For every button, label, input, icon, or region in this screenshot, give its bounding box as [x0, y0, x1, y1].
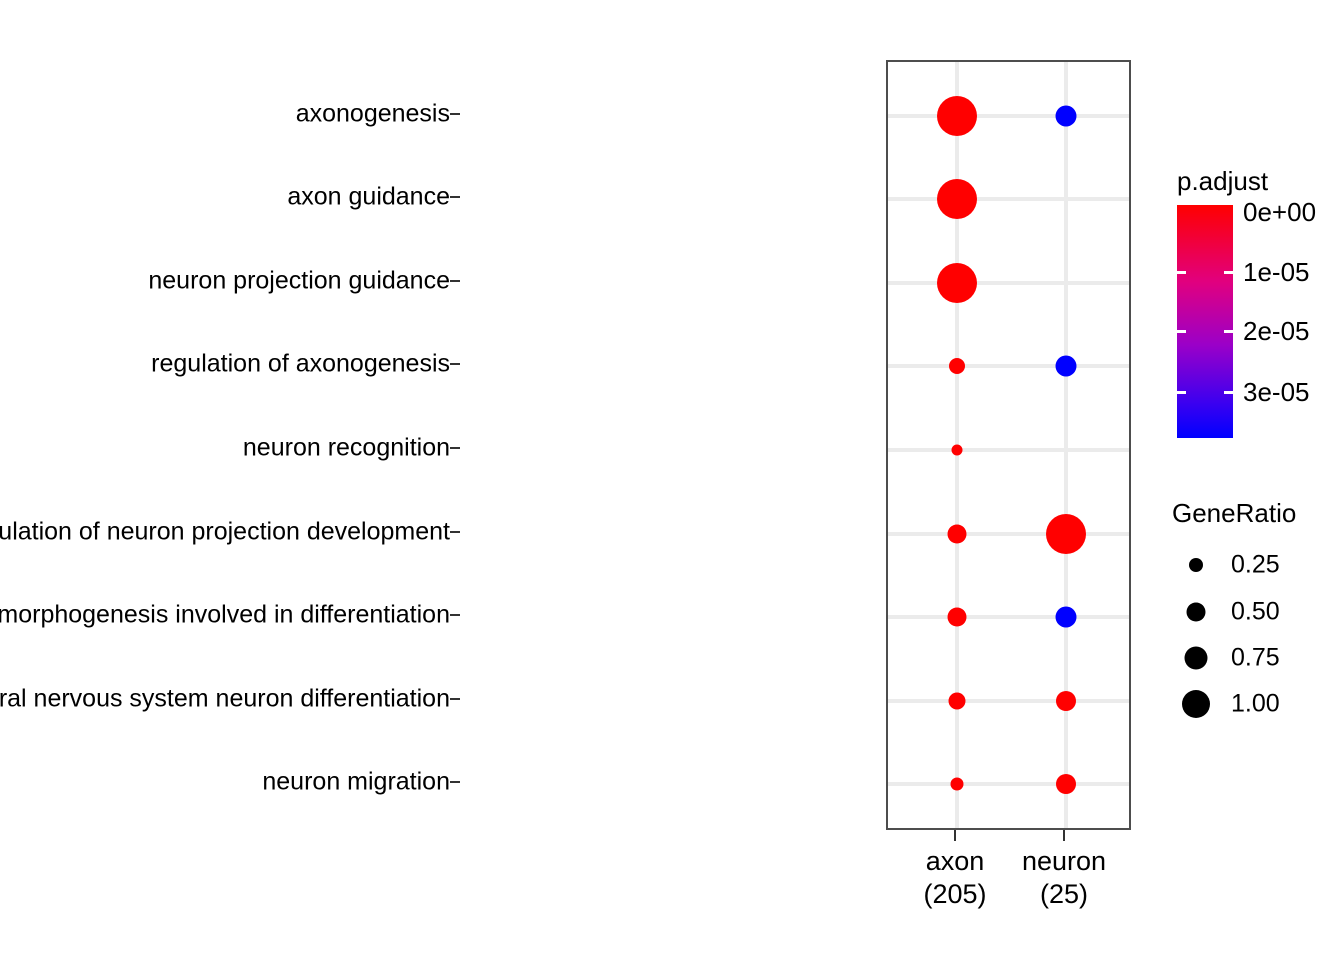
y-tick-label: regulation of axonogenesis: [151, 349, 450, 378]
y-tick-label: neuron projection guidance: [148, 266, 450, 295]
x-tick-label-count: (25): [1039, 879, 1089, 909]
data-point[interactable]: [1056, 690, 1076, 711]
y-tick-label: neuron migration: [262, 767, 450, 796]
data-point[interactable]: [937, 179, 977, 220]
y-tick-label: neuron recognition: [242, 433, 450, 462]
x-tick-label-name: neuron: [1021, 846, 1107, 876]
x-tick-label-neuron: neuron(25): [1022, 845, 1106, 911]
colourbar: [1177, 205, 1233, 438]
colourbar-tick-label: 1e-05: [1243, 257, 1310, 287]
y-tick-label: central nervous system neuron differenti…: [0, 684, 450, 713]
colourbar-gradient: [1177, 205, 1233, 438]
data-point[interactable]: [950, 777, 964, 791]
y-tick-mark: [450, 363, 460, 366]
legend-generatio-key-dot: [1184, 646, 1208, 670]
colourbar-tick-mark: [1224, 271, 1233, 274]
colourbar-tick-label: 2e-05: [1243, 316, 1310, 346]
y-tick-label: regulation of cell morphogenesis involve…: [0, 600, 450, 629]
gridline-horizontal: [888, 280, 1129, 285]
data-point[interactable]: [1055, 606, 1077, 628]
data-point[interactable]: [1055, 355, 1077, 377]
colourbar-tick-mark: [1224, 391, 1233, 394]
legend-generatio-key-label: 0.25: [1231, 550, 1280, 579]
colourbar-tick-label: 3e-05: [1243, 377, 1310, 407]
gridline-horizontal: [888, 364, 1129, 369]
x-tick-label-axon: axon(205): [923, 845, 986, 911]
data-point[interactable]: [937, 95, 977, 136]
data-point[interactable]: [1046, 513, 1086, 554]
colourbar-tick-mark: [1177, 271, 1186, 274]
data-point[interactable]: [949, 358, 965, 375]
gridline-horizontal: [888, 782, 1129, 787]
gridline-horizontal: [888, 698, 1129, 703]
y-tick-mark: [450, 697, 460, 700]
legend-generatio-key-label: 0.50: [1231, 597, 1280, 626]
legend-generatio-key-dot: [1186, 602, 1206, 622]
legend-generatio-title: GeneRatio: [1172, 498, 1297, 528]
y-tick-mark: [450, 279, 460, 282]
colourbar-tick-mark: [1224, 330, 1233, 333]
legend-generatio-key-label: 1.00: [1231, 689, 1280, 718]
x-tick-label-name: axon: [925, 846, 985, 876]
legend-generatio-key-label: 0.75: [1231, 643, 1280, 672]
legend-generatio-key-dot: [1182, 690, 1210, 718]
colourbar-tick-mark: [1177, 391, 1186, 394]
gridline-horizontal: [888, 447, 1129, 452]
y-tick-mark: [450, 196, 460, 199]
y-tick-mark: [450, 781, 460, 784]
x-tick-label-count: (205): [923, 879, 987, 909]
legend-generatio-key-dot: [1189, 558, 1203, 572]
y-tick-label: axonogenesis: [295, 99, 450, 127]
y-tick-mark: [450, 112, 460, 115]
data-point[interactable]: [951, 444, 963, 456]
x-tick-mark: [1063, 830, 1065, 841]
data-point[interactable]: [948, 692, 966, 710]
data-point[interactable]: [1055, 105, 1077, 126]
y-tick-mark: [450, 446, 460, 449]
y-tick-label: regulation of neuron projection developm…: [0, 517, 450, 545]
gridline-horizontal: [888, 197, 1129, 202]
data-point[interactable]: [937, 262, 977, 303]
plot-panel: [886, 60, 1131, 830]
data-point[interactable]: [947, 607, 967, 627]
gridline-horizontal: [888, 531, 1129, 536]
data-point[interactable]: [947, 524, 967, 543]
y-tick-label: axon guidance: [287, 182, 450, 211]
legend-p-adjust-title: p.adjust: [1177, 166, 1269, 196]
colourbar-tick-label: 0e+00: [1243, 197, 1317, 227]
gridline-horizontal: [888, 113, 1129, 118]
gridline-vertical-neuron: [1064, 62, 1068, 828]
data-point[interactable]: [1056, 774, 1076, 795]
x-tick-mark: [954, 830, 956, 841]
y-tick-mark: [450, 614, 460, 617]
y-tick-mark: [450, 530, 460, 533]
colourbar-tick-mark: [1177, 330, 1186, 333]
gridline-horizontal: [888, 615, 1129, 620]
